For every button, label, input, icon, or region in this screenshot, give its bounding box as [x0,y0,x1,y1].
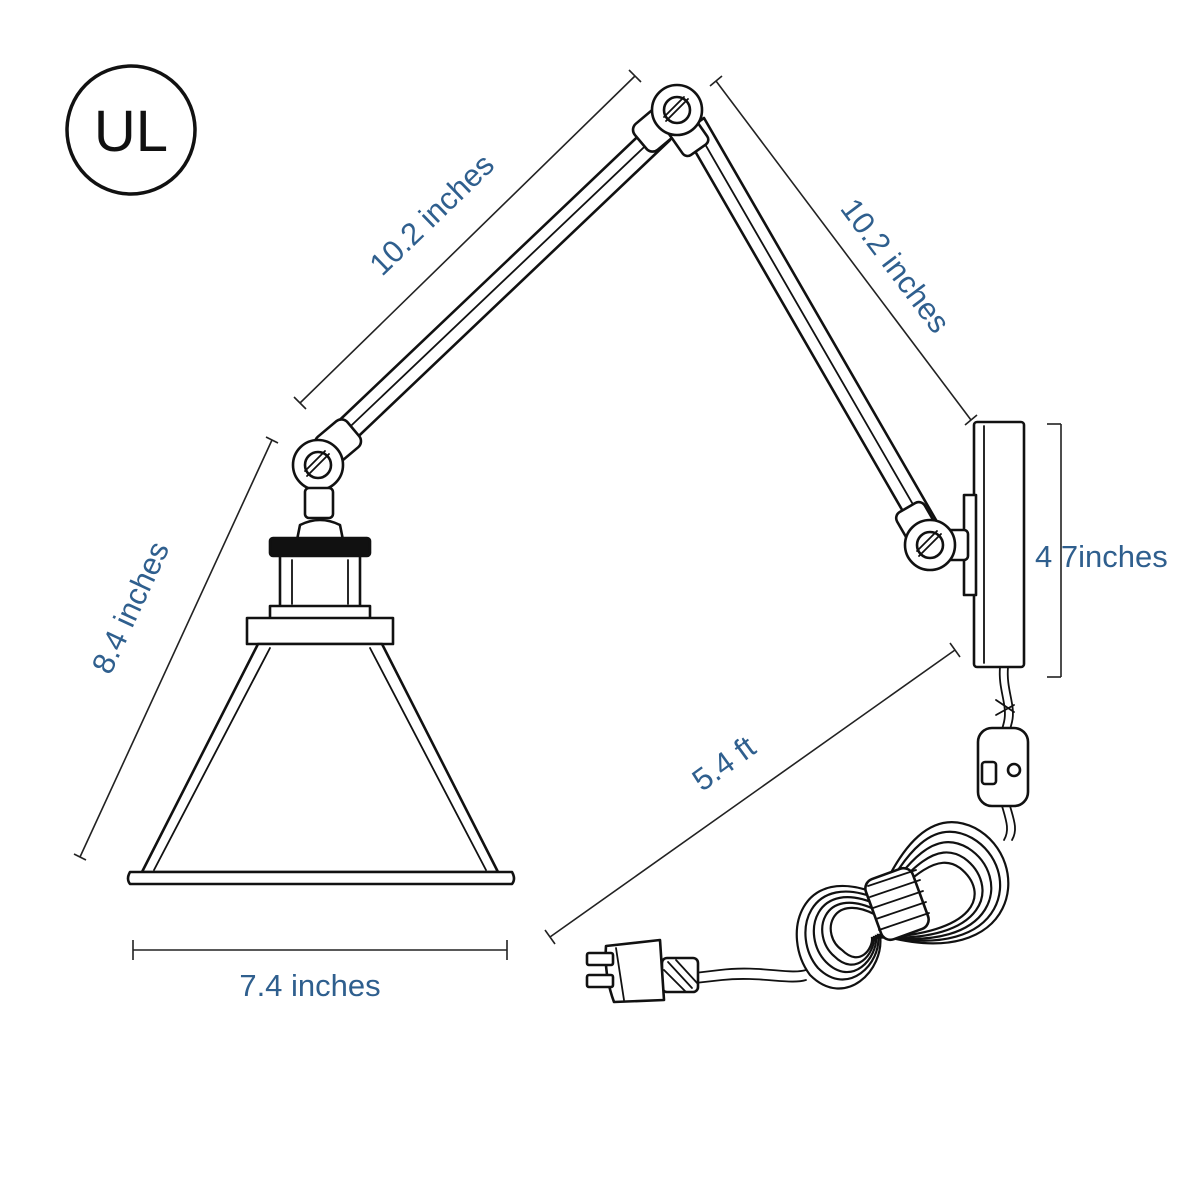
power-cord-lower [685,967,807,985]
backplate-dimension-line [1047,423,1062,678]
ul-logo: UL [65,64,197,196]
upper-arm-dimension-label: 10.2 inches [363,147,501,282]
top-joint [631,83,710,158]
cord-dimension-label: 5.4 ft [686,729,763,798]
ul-logo-text: UL [94,99,168,164]
wall-backplate [962,420,1026,669]
wall-joint [894,500,970,572]
cord-dimension-line [544,642,961,945]
backplate-dimension-label: 4 7inches [1035,539,1168,574]
shade-width-dimension-label: 7.4 inches [239,968,380,1003]
coiled-cord [795,805,1016,990]
lamp-shade [126,642,516,886]
shade-width-dimension-line [132,940,508,960]
power-plug [585,938,700,1004]
lower-arm-dimension-label: 10.2 inches [834,192,957,340]
inline-switch [976,726,1030,808]
upper-arm-dimension-line [293,69,642,410]
shade-joint [291,418,363,520]
lower-arm-dimension-line [709,75,978,426]
lamp-socket [245,518,395,646]
lower-arm [682,116,938,536]
cord-tie [864,866,930,942]
shade-height-dimension-line [73,436,279,861]
shade-height-dimension-label: 8.4 inches [85,536,176,679]
